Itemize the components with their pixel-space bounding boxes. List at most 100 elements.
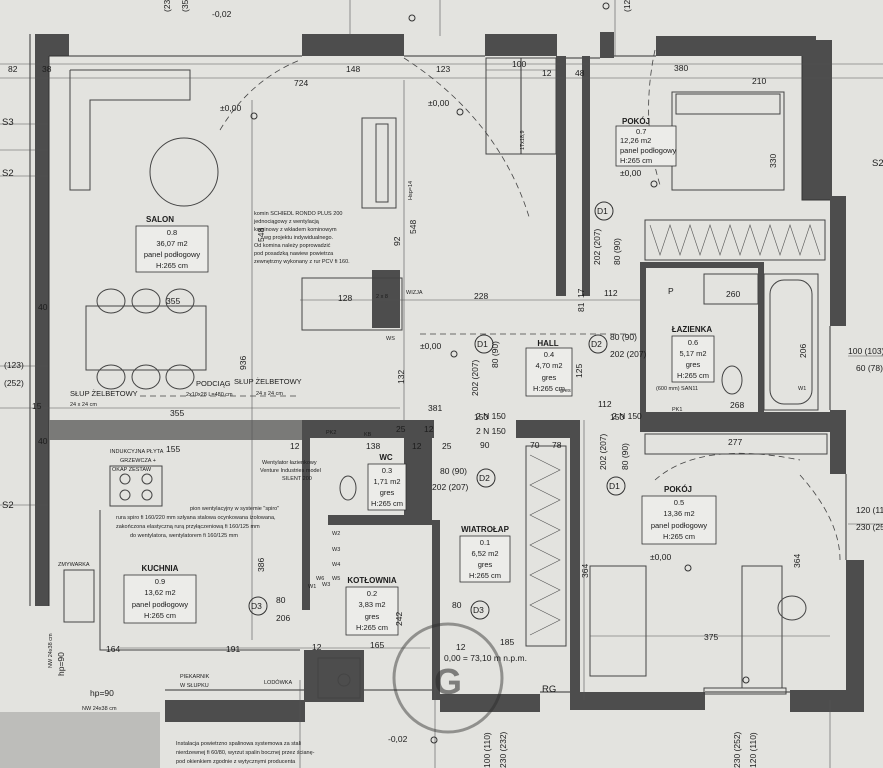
svg-text:S2: S2 [2, 168, 14, 179]
svg-text:128: 128 [338, 293, 352, 303]
svg-text:90: 90 [480, 440, 490, 450]
svg-text:25: 25 [396, 424, 406, 434]
svg-text:pod okienkiem zgodnie z wytycz: pod okienkiem zgodnie z wytycznymi produ… [176, 759, 296, 765]
svg-text:OKAP ZESTAW: OKAP ZESTAW [112, 467, 152, 473]
opening-labels: 80 (90) 202 (207) 80 (90) 202 (207) 202 … [4, 228, 883, 768]
svg-text:548: 548 [256, 228, 266, 242]
svg-text:1,71 m2: 1,71 m2 [373, 477, 400, 486]
svg-text:112: 112 [598, 399, 612, 409]
svg-text:150: 150 [474, 412, 488, 422]
svg-text:W4: W4 [332, 562, 340, 568]
svg-text:381: 381 [428, 403, 442, 413]
svg-text:355: 355 [166, 296, 180, 306]
svg-text:gres: gres [560, 388, 571, 394]
svg-text:H:265 cm: H:265 cm [469, 571, 501, 580]
svg-text:H:265 cm: H:265 cm [663, 532, 695, 541]
room-lazienka: ŁAZIENKA 0.6 5,17 m2 gres H:265 cm [671, 325, 715, 383]
room-name: WIATROŁAP [461, 525, 510, 534]
svg-text:gres: gres [380, 488, 395, 497]
svg-text:330: 330 [768, 154, 778, 168]
svg-text:jednociągowy z wentylacją: jednociągowy z wentylacją [253, 219, 320, 225]
svg-text:82: 82 [8, 64, 18, 74]
svg-text:±0,00: ±0,00 [650, 552, 671, 562]
annotations: komin SCHIEDL RONDO PLUS 200 jednociągow… [48, 0, 806, 765]
svg-text:WIZJA: WIZJA [406, 290, 423, 296]
svg-text:17x18,9: 17x18,9 [520, 130, 526, 150]
svg-text:202 (207): 202 (207) [598, 433, 608, 470]
svg-text:277: 277 [728, 437, 742, 447]
furniture [63, 57, 828, 699]
svg-text:(35): (35) [180, 0, 190, 12]
svg-text:80 (90): 80 (90) [440, 466, 467, 476]
room-name: KUCHNIA [142, 564, 179, 573]
watermark-logo: G [392, 622, 504, 734]
svg-text:0.9: 0.9 [155, 577, 165, 586]
svg-text:±0,00: ±0,00 [428, 98, 449, 108]
svg-text:H:265 cm: H:265 cm [371, 499, 403, 508]
svg-text:12: 12 [412, 441, 422, 451]
svg-text:17: 17 [576, 288, 586, 298]
svg-text:12,26 m2: 12,26 m2 [620, 136, 651, 145]
room-wc: WC 0.3 1,71 m2 gres H:265 cm [367, 453, 407, 511]
svg-text:364: 364 [580, 564, 590, 578]
svg-text:gres: gres [478, 560, 493, 569]
svg-text:0.7: 0.7 [636, 127, 646, 136]
svg-text:0.5: 0.5 [674, 498, 684, 507]
svg-text:Venture Industries model: Venture Industries model [260, 468, 321, 474]
svg-text:4,70 m2: 4,70 m2 [535, 361, 562, 370]
room-name: POKÓJ [622, 117, 650, 126]
svg-text:Od komina należy poprowadzić: Od komina należy poprowadzić [254, 243, 331, 249]
room-name: SALON [146, 215, 174, 224]
svg-text:do wentylatora, wentylatorem f: do wentylatora, wentylatorem fi 160/125 … [130, 533, 238, 539]
svg-text:38: 38 [42, 64, 52, 74]
svg-text:H:265 cm: H:265 cm [144, 611, 176, 620]
svg-text:W5: W5 [332, 576, 340, 582]
svg-text:230 (232): 230 (232) [498, 731, 508, 768]
svg-text:2x10x28 L=480 cm: 2x10x28 L=480 cm [186, 392, 233, 398]
svg-text:230 (252): 230 (252) [856, 522, 883, 532]
door-marks: D1 D1 D1 D2 D2 D3 D3 [248, 201, 626, 620]
dimension-numbers: 82 38 148 123 100 12 48 380 210 724 330 … [8, 59, 808, 654]
svg-text:364: 364 [792, 554, 802, 568]
svg-text:60 (78): 60 (78) [856, 363, 883, 373]
svg-text:pod posadzką nawiew powietrza: pod posadzką nawiew powietrza [254, 251, 334, 257]
svg-text:H:265 cm: H:265 cm [677, 371, 709, 380]
svg-text:13,36 m2: 13,36 m2 [663, 509, 694, 518]
svg-text:12: 12 [290, 441, 300, 451]
svg-text:0,00 = 73,10 m n.p.m.: 0,00 = 73,10 m n.p.m. [444, 653, 527, 663]
svg-text:S3: S3 [2, 117, 14, 128]
svg-text:148: 148 [346, 64, 360, 74]
svg-text:PODCIĄG: PODCIĄG [196, 379, 231, 388]
svg-text:2 x 8: 2 x 8 [376, 294, 388, 300]
svg-text:W6: W6 [316, 576, 324, 582]
svg-text:D1: D1 [477, 339, 488, 349]
svg-text:GRZEWCZA +: GRZEWCZA + [120, 458, 156, 464]
svg-text:W SŁUPKU: W SŁUPKU [180, 683, 209, 689]
svg-text:zewnętrzny wykonany z rur PCV: zewnętrzny wykonany z rur PCV fi 160. [254, 259, 350, 265]
room-name: POKÓJ [664, 485, 692, 494]
svg-text:40: 40 [38, 302, 48, 312]
svg-text:H:265 cm: H:265 cm [533, 384, 565, 393]
svg-text:100 (103): 100 (103) [848, 346, 883, 356]
room-name: HALL [537, 339, 558, 348]
svg-text:0.2: 0.2 [367, 589, 377, 598]
svg-text:PIEKARNIK: PIEKARNIK [180, 674, 210, 680]
svg-text:3,83 m2: 3,83 m2 [358, 600, 385, 609]
svg-text:25: 25 [442, 441, 452, 451]
svg-text:202 (207): 202 (207) [592, 228, 602, 265]
svg-text:KB: KB [364, 432, 372, 438]
room-kotlownia: KOTŁOWNIA 0.2 3,83 m2 gres H:265 cm [345, 576, 399, 636]
svg-text:120 (110): 120 (110) [748, 732, 758, 768]
svg-text:H:265 cm: H:265 cm [620, 156, 652, 165]
svg-text:kominowy z wkładem kominowym: kominowy z wkładem kominowym [254, 227, 337, 233]
svg-text:SŁUP ŻELBETOWY: SŁUP ŻELBETOWY [70, 389, 138, 398]
room-name: KOTŁOWNIA [347, 576, 397, 585]
svg-text:wg projektu indywidualnego.: wg projektu indywidualnego. [263, 235, 334, 241]
svg-text:W2: W2 [332, 531, 340, 537]
svg-text:NW 24x38 cm: NW 24x38 cm [48, 633, 54, 668]
svg-text:SŁUP ŻELBETOWY: SŁUP ŻELBETOWY [234, 377, 302, 386]
svg-text:13,62 m2: 13,62 m2 [144, 588, 175, 597]
svg-text:panel podłogowy: panel podłogowy [132, 600, 189, 609]
svg-text:S2: S2 [2, 500, 14, 511]
